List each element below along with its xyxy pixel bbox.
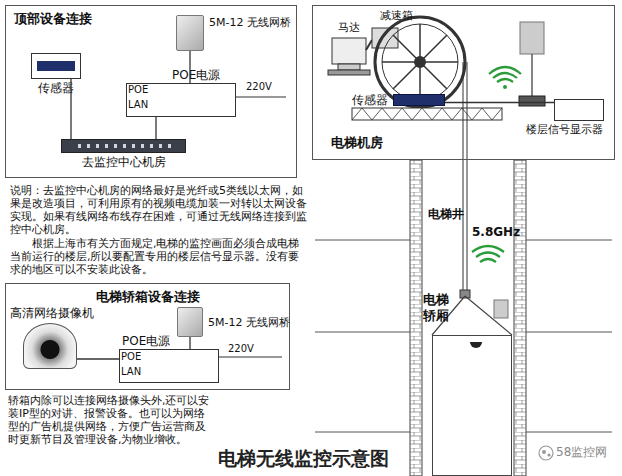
support-beam: [352, 108, 502, 120]
wifi-waves: [489, 67, 521, 82]
node-label: 电梯轿箱设备连接: [6, 289, 289, 305]
node-label: 电梯机房: [331, 135, 383, 151]
dome-camera: 高清网络摄像机: [23, 323, 77, 369]
floor-display: 楼层信号显示器: [554, 99, 604, 121]
cable-connector: [155, 117, 156, 139]
watermark-icon: [539, 446, 553, 460]
cable-connector: [189, 51, 190, 83]
watermark-icon: [542, 450, 546, 454]
beam-lattice: [352, 108, 502, 120]
part-label: 电梯井: [428, 208, 464, 222]
motor-stand: [338, 64, 360, 70]
port-label: POE: [121, 351, 141, 363]
traction-wheel: [375, 17, 465, 107]
car-camera: [470, 342, 482, 348]
watermark-icon: [547, 453, 550, 456]
shaft-wall: [514, 160, 526, 476]
wheel-spokes: [382, 24, 458, 100]
voltage-label: 220V: [246, 81, 272, 93]
wheel-hub: [414, 56, 426, 68]
note-text: 轿箱内除可以连接网络摄像头外,还可以安装IP型的对讲、报警设备。也可以为网络型的…: [8, 394, 213, 446]
small-switch: [519, 96, 545, 106]
wireless-bridge: 5M-12 无线网桥: [177, 307, 203, 337]
part-label: 马达: [338, 22, 360, 35]
node-label: 楼层信号显示器: [526, 123, 603, 137]
node-label: POE电源: [172, 68, 220, 82]
node-label: 5M-12 无线网桥: [208, 316, 290, 330]
elevator-car: 电梯轿厢: [432, 335, 512, 476]
node-label: 5M-12 无线网桥: [209, 16, 291, 30]
diagram-title: 电梯无线监控示意图: [218, 446, 389, 470]
part-label: 减速箱: [380, 10, 413, 23]
node-label: 高清网络摄像机: [10, 306, 94, 320]
shaft-wall: [410, 160, 422, 476]
sensor-bar: 传感器: [393, 94, 445, 106]
bridge-wire: [531, 54, 532, 96]
wireless-bridge: 5M-12 无线网桥: [176, 15, 204, 51]
cable-connector: [189, 337, 190, 349]
cable-connector: [445, 102, 554, 103]
node-label: POE电源: [122, 334, 170, 348]
node-label: 顶部设备连接: [14, 11, 92, 27]
device-panel: 电梯轿箱设备连接高清网络摄像机5M-12 无线网桥POE电源: [5, 283, 290, 390]
gearbox: [372, 28, 398, 48]
sensor-device: 传感器: [31, 53, 81, 79]
wireless-bridge-icon: [494, 300, 508, 318]
power-wire: [235, 96, 286, 97]
wifi-dot: [503, 85, 507, 89]
motor-base: [328, 70, 370, 75]
network-switch: 去监控中心机房: [61, 139, 186, 153]
wireless-bridge-icon: [520, 22, 544, 54]
node-label: 去监控中心机房: [82, 155, 166, 169]
watermark: 58监控网: [556, 446, 607, 460]
motor-body: [332, 38, 366, 64]
node-label: 电梯轿厢: [423, 292, 451, 324]
cable-connector: [77, 358, 119, 359]
node-label: 传感器: [38, 81, 74, 95]
wheel-rim: [382, 24, 458, 100]
floor-lines: [315, 240, 612, 432]
wifi-waves: [472, 246, 504, 262]
port-label: LAN: [128, 99, 148, 111]
node-label: 传感器: [352, 93, 388, 107]
hoist-ropes: [463, 62, 467, 296]
cable-connector: [70, 79, 71, 139]
port-label: LAN: [121, 366, 141, 378]
port-label: POE: [128, 84, 148, 96]
power-wire: [218, 356, 282, 357]
frequency-label: 5.8GHz: [472, 226, 520, 240]
note-text: 根据上海市有关方面规定,电梯的监控画面必须合成电梯当前运行的楼层,所以要配置专用…: [10, 237, 310, 276]
voltage-label: 220V: [228, 343, 254, 355]
motor-shaft: [366, 40, 372, 50]
note-text: 说明：去监控中心机房的网络最好是光纤或5类线以太网，如果是改造项目，可利用原有的…: [10, 184, 310, 236]
